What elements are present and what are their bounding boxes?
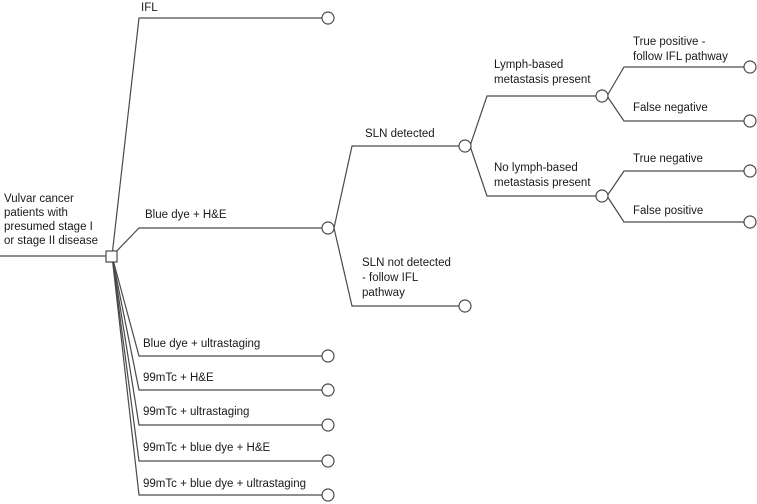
metastasis-present-line: metastasis present — [494, 74, 591, 86]
chance-node-true-positive — [743, 60, 757, 74]
metastasis-absent-line: metastasis present — [494, 177, 591, 189]
label-tc-he: 99mTc + H&E — [143, 372, 214, 384]
label-metastasis-absent: No lymph-based metastasis present — [494, 162, 591, 189]
branch-tc-he — [111, 255, 322, 391]
branch-ifl — [111, 17, 322, 257]
chance-node-tc-blue-he — [321, 454, 335, 468]
branch-sln-detected — [333, 145, 459, 229]
label-tc-blue-he: 99mTc + blue dye + H&E — [143, 442, 271, 454]
label-ifl: IFL — [141, 2, 158, 14]
chance-node-tc-he — [321, 383, 335, 397]
root-label-line: presumed stage I — [4, 221, 93, 233]
branch-false-positive — [606, 195, 744, 223]
branch-tc-ultra — [111, 255, 322, 426]
metastasis-present-line: Lymph-based — [494, 59, 563, 71]
chance-node-true-negative — [743, 164, 757, 178]
branch-metastasis-absent — [469, 145, 596, 197]
chance-node-ifl — [321, 11, 335, 25]
branch-blue-ultra — [111, 255, 322, 357]
label-sln-detected: SLN detected — [365, 128, 435, 140]
chance-node-sln-not-detected — [458, 299, 472, 313]
label-blue-ultra: Blue dye + ultrastaging — [143, 338, 260, 350]
branch-tc-blue-he — [111, 255, 322, 462]
root-label-line: patients with — [4, 207, 68, 219]
root-label-line: or stage II disease — [4, 235, 98, 247]
label-false-positive: False positive — [633, 205, 703, 217]
branch-true-positive — [606, 66, 744, 97]
branch-tc-blue-ultra — [111, 255, 322, 496]
label-true-positive: True positive - follow IFL pathway — [633, 36, 728, 63]
true-positive-line: True positive - — [633, 36, 706, 48]
chance-node-blue-he — [321, 221, 335, 235]
label-false-negative: False negative — [633, 102, 708, 114]
chance-node-tc-ultra — [321, 418, 335, 432]
branch-true-negative — [606, 170, 744, 197]
label-blue-he: Blue dye + H&E — [145, 209, 227, 221]
root-label-line: Vulvar cancer — [4, 193, 74, 205]
chance-node-metastasis-absent — [595, 189, 609, 203]
sln-not-detected-line: pathway — [362, 287, 405, 299]
chance-node-tc-blue-ultra — [321, 488, 335, 502]
chance-node-false-negative — [743, 114, 757, 128]
sln-not-detected-line: SLN not detected — [362, 257, 451, 269]
branch-false-negative — [606, 95, 744, 122]
branch-sln-not-detected — [333, 227, 459, 307]
chance-node-sln-detected — [458, 139, 472, 153]
chance-node-blue-ultra — [321, 349, 335, 363]
branch-blue-he — [111, 227, 322, 257]
decision-node — [105, 250, 118, 263]
label-tc-ultra: 99mTc + ultrastaging — [143, 406, 249, 418]
label-sln-not-detected: SLN not detected - follow IFL pathway — [362, 257, 454, 299]
label-tc-blue-ultra: 99mTc + blue dye + ultrastaging — [143, 478, 306, 490]
label-metastasis-present: Lymph-based metastasis present — [494, 59, 591, 86]
chance-node-false-positive — [743, 215, 757, 229]
metastasis-absent-line: No lymph-based — [494, 162, 578, 174]
true-positive-line: follow IFL pathway — [633, 51, 728, 63]
sln-not-detected-line: - follow IFL — [362, 272, 419, 284]
root-label: Vulvar cancer patients with presumed sta… — [4, 193, 98, 247]
branch-metastasis-present — [469, 95, 596, 147]
label-true-negative: True negative — [633, 153, 703, 165]
chance-node-metastasis-present — [595, 89, 609, 103]
